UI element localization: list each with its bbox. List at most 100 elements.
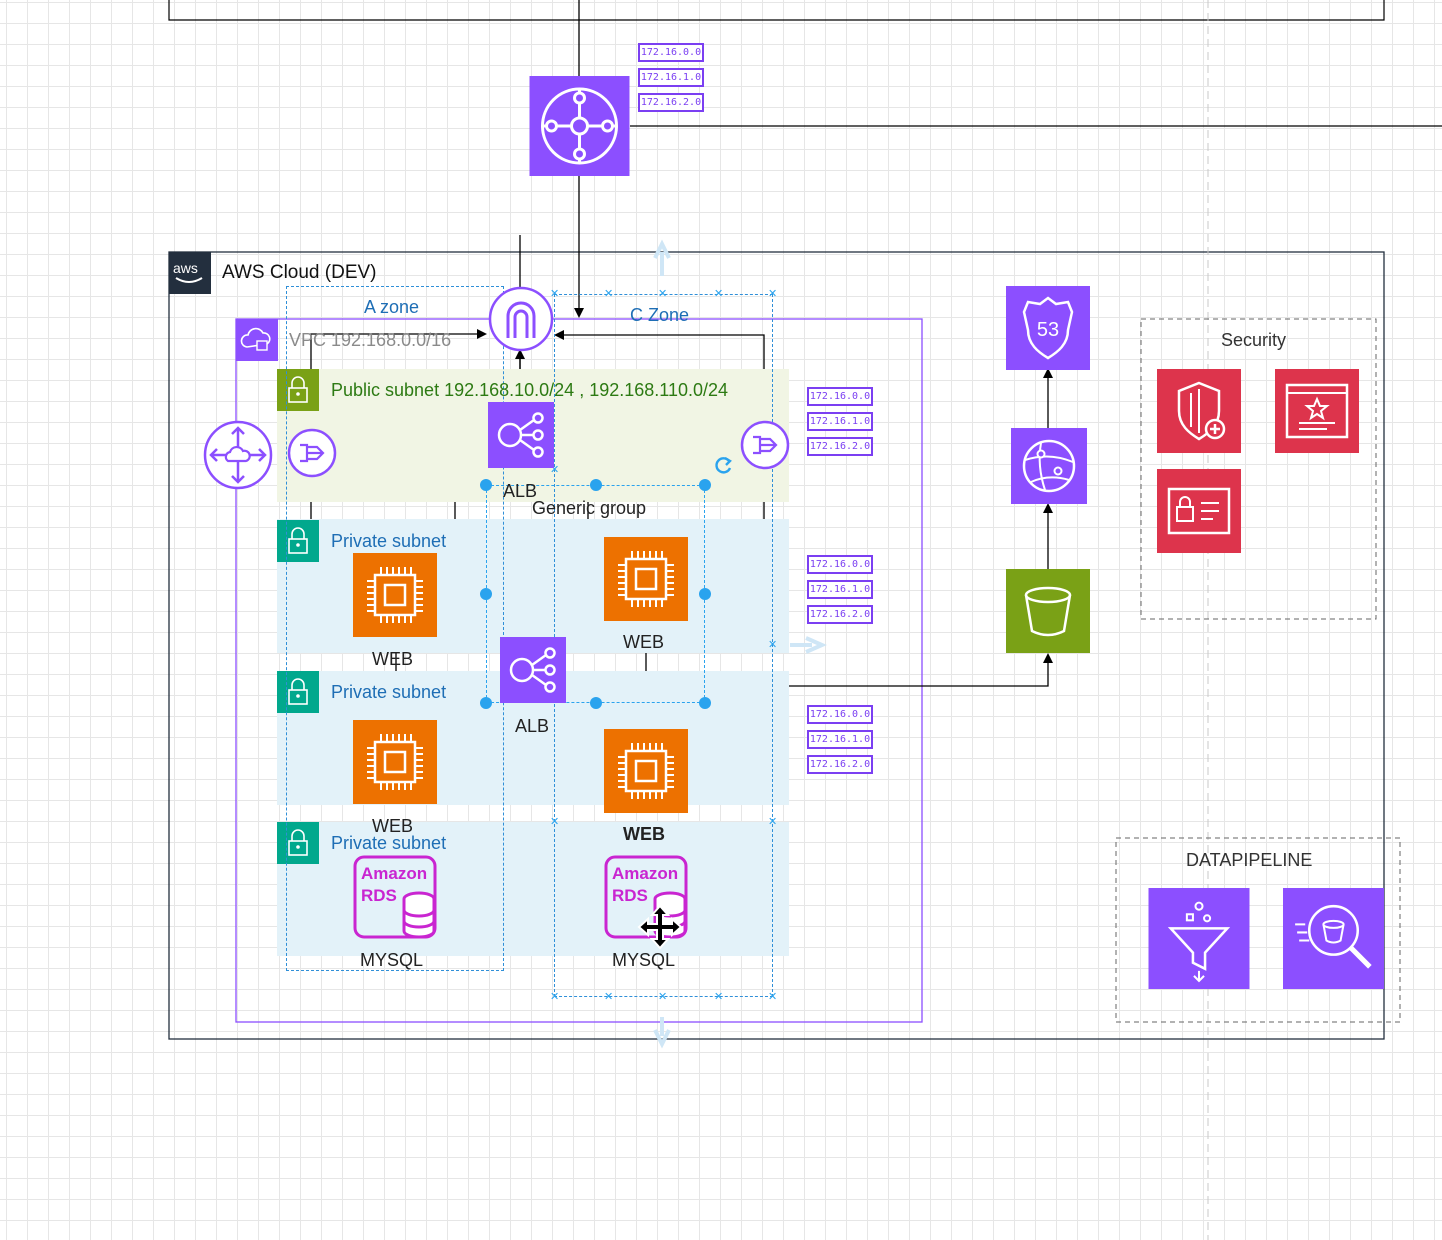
transit-gateway-icon[interactable] xyxy=(529,76,630,176)
ip-label-group[interactable]: 172.16.0.0 172.16.1.0 172.16.2.0 xyxy=(807,555,873,630)
ip-label: 172.16.2.0 xyxy=(807,605,873,624)
bucket-search-icon[interactable] xyxy=(1283,888,1384,989)
ip-label: 172.16.0.0 xyxy=(807,555,873,574)
a-zone-frame[interactable] xyxy=(286,286,504,971)
ip-label: 172.16.2.0 xyxy=(638,93,704,112)
vpc-router-icon[interactable] xyxy=(203,420,273,490)
identity-card-icon[interactable] xyxy=(1157,469,1241,553)
rds-text-amazon: Amazon xyxy=(361,864,427,883)
public-subnet-label: Public subnet 192.168.10.0/24 , 192.168.… xyxy=(331,380,728,400)
vpc-label: VPC 192.168.0.0/16 xyxy=(289,330,452,350)
vpc-frame xyxy=(235,318,923,1023)
a-zone-label: A zone xyxy=(364,297,420,317)
s3-bucket-icon[interactable] xyxy=(1006,569,1090,653)
ip-label: 172.16.1.0 xyxy=(638,68,704,87)
internet-gateway-icon[interactable] xyxy=(488,286,554,352)
route53-number: 53 xyxy=(1037,319,1059,341)
move-cursor-icon xyxy=(636,903,684,951)
drag-arrow-up xyxy=(653,239,671,276)
selection-marker[interactable]: ✕ xyxy=(550,816,560,828)
ec2-instance-icon[interactable] xyxy=(604,537,688,621)
ip-label-group[interactable]: 172.16.0.0 172.16.1.0 172.16.2.0 xyxy=(638,43,704,118)
aws-logo-icon: aws xyxy=(169,252,211,294)
private-subnet-label: Private subnet xyxy=(331,682,447,702)
web-label: WEB xyxy=(372,649,414,669)
rds-text-rds: RDS xyxy=(361,886,397,905)
funnel-filter-icon[interactable] xyxy=(1148,888,1250,989)
private-subnet-3[interactable] xyxy=(277,822,789,956)
aws-cloud-frame xyxy=(168,251,1385,1040)
datapipeline-title: DATAPIPELINE xyxy=(1186,850,1313,870)
selection-marker[interactable]: ✕ xyxy=(550,288,560,300)
aws-logo-text: aws xyxy=(173,260,198,276)
selection-marker[interactable]: ✕ xyxy=(768,816,778,828)
route53-icon[interactable]: 53 xyxy=(1006,286,1090,370)
ec2-instance-icon[interactable] xyxy=(353,553,437,637)
selection-marker[interactable]: ✕ xyxy=(550,464,560,476)
amazon-rds-icon[interactable]: Amazon RDS xyxy=(353,855,439,941)
rds-text-rds: RDS xyxy=(612,886,648,905)
refresh-icon[interactable] xyxy=(714,455,734,475)
drag-arrow-right xyxy=(790,636,827,654)
private-subnet-label: Private subnet xyxy=(331,833,447,853)
resize-handle[interactable] xyxy=(699,479,711,491)
resize-handle[interactable] xyxy=(480,588,492,600)
ec2-instance-icon[interactable] xyxy=(604,729,688,813)
mysql-label: MYSQL xyxy=(612,950,676,970)
selection-marker[interactable]: ✕ xyxy=(658,288,668,300)
security-group-frame[interactable] xyxy=(1140,318,1377,620)
alb-label: ALB xyxy=(503,481,538,501)
certificate-icon[interactable] xyxy=(1275,369,1359,453)
private-subnet-lock-icon xyxy=(277,822,319,864)
selection-marker[interactable]: ✕ xyxy=(604,288,614,300)
resize-handle[interactable] xyxy=(699,588,711,600)
ip-label: 172.16.0.0 xyxy=(807,705,873,724)
application-load-balancer-icon[interactable] xyxy=(500,637,566,703)
shield-add-icon[interactable] xyxy=(1157,369,1241,453)
private-subnet-label: Private subnet xyxy=(331,531,447,551)
ip-label: 172.16.2.0 xyxy=(807,755,873,774)
resize-handle[interactable] xyxy=(590,697,602,709)
generic-group-label: Generic group xyxy=(532,498,647,518)
mysql-label: MYSQL xyxy=(360,950,424,970)
selection-marker[interactable]: ✕ xyxy=(604,991,614,1003)
selection-marker[interactable]: ✕ xyxy=(658,991,668,1003)
private-subnet-lock-icon xyxy=(277,520,319,562)
selection-marker[interactable]: ✕ xyxy=(768,288,778,300)
ip-label: 172.16.1.0 xyxy=(807,580,873,599)
web-label: WEB xyxy=(623,632,665,652)
public-subnet-lock-icon xyxy=(277,369,319,411)
rds-text-amazon: Amazon xyxy=(612,864,678,883)
ip-label: 172.16.1.0 xyxy=(807,412,873,431)
ip-label-group[interactable]: 172.16.0.0 172.16.1.0 172.16.2.0 xyxy=(807,387,873,462)
nat-gateway-icon[interactable] xyxy=(740,420,790,470)
web-label: WEB xyxy=(372,816,414,836)
alb-label: ALB xyxy=(515,716,550,736)
selection-marker[interactable]: ✕ xyxy=(714,288,724,300)
ip-label: 172.16.1.0 xyxy=(807,730,873,749)
private-subnet-lock-icon xyxy=(277,671,319,713)
resize-handle[interactable] xyxy=(590,479,602,491)
selection-marker[interactable]: ✕ xyxy=(550,991,560,1003)
ip-label-group[interactable]: 172.16.0.0 172.16.1.0 172.16.2.0 xyxy=(807,705,873,780)
ip-label: 172.16.0.0 xyxy=(638,43,704,62)
resize-handle[interactable] xyxy=(480,697,492,709)
web-label: WEB xyxy=(623,824,665,844)
drag-arrow-down xyxy=(653,1017,671,1049)
cloudfront-icon[interactable] xyxy=(1011,428,1087,504)
ec2-instance-icon[interactable] xyxy=(353,720,437,804)
top-container-frame xyxy=(168,0,1385,21)
ip-label: 172.16.2.0 xyxy=(807,437,873,456)
resize-handle[interactable] xyxy=(699,697,711,709)
resize-handle[interactable] xyxy=(480,479,492,491)
selection-marker[interactable]: ✕ xyxy=(768,639,778,651)
selection-marker[interactable]: ✕ xyxy=(714,991,724,1003)
c-zone-label: C Zone xyxy=(630,305,690,325)
vpc-cloud-icon xyxy=(236,319,278,361)
nat-gateway-icon[interactable] xyxy=(287,428,337,478)
application-load-balancer-icon[interactable] xyxy=(488,402,554,468)
security-title: Security xyxy=(1221,330,1287,350)
selection-marker[interactable]: ✕ xyxy=(768,991,778,1003)
ip-label: 172.16.0.0 xyxy=(807,387,873,406)
aws-cloud-title: AWS Cloud (DEV) xyxy=(222,262,377,283)
